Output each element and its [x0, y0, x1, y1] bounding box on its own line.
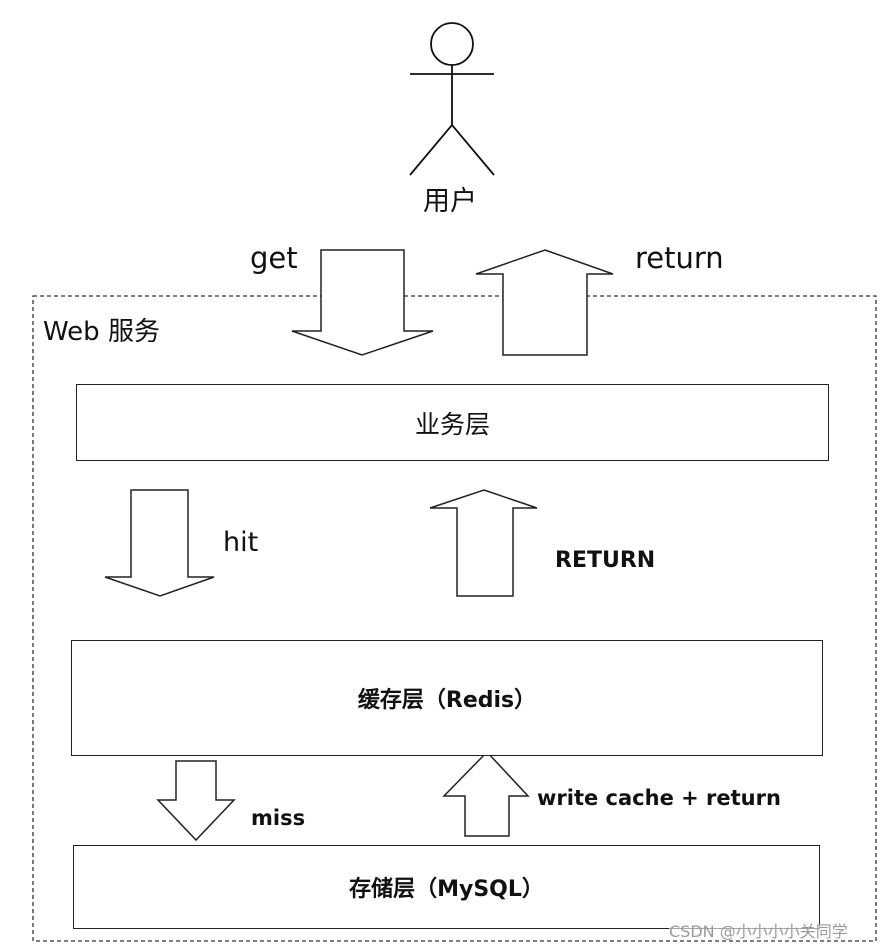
return-label: return: [635, 241, 724, 275]
hit-arrow-down: [104, 489, 215, 597]
cache-layer-box: 缓存层（Redis）: [71, 640, 823, 756]
storage-layer-box: 存储层（MySQL）: [73, 845, 820, 929]
business-layer-box: 业务层: [76, 384, 829, 461]
return-caps-label: RETURN: [555, 548, 656, 573]
csdn-watermark: CSDN @小小小小关同学: [669, 922, 848, 941]
business-layer-label: 业务层: [414, 409, 490, 439]
write-cache-arrow-up: [442, 750, 530, 837]
write-cache-label: write cache + return: [537, 786, 781, 810]
cache-layer-label: 缓存层（Redis）: [357, 688, 537, 713]
web-service-container: [32, 295, 877, 942]
miss-label: miss: [251, 806, 306, 830]
hit-label: hit: [223, 527, 259, 558]
get-arrow-down: [291, 249, 434, 356]
user-stick-figure-icon: [409, 22, 495, 176]
user-label: 用户: [423, 186, 477, 217]
web-service-title: Web 服务: [43, 317, 160, 347]
storage-layer-label: 存储层（MySQL）: [349, 877, 544, 902]
return-caps-arrow-up: [429, 489, 538, 597]
return-arrow-up: [475, 249, 614, 356]
get-label: get: [250, 241, 298, 275]
miss-arrow-down: [156, 760, 236, 842]
